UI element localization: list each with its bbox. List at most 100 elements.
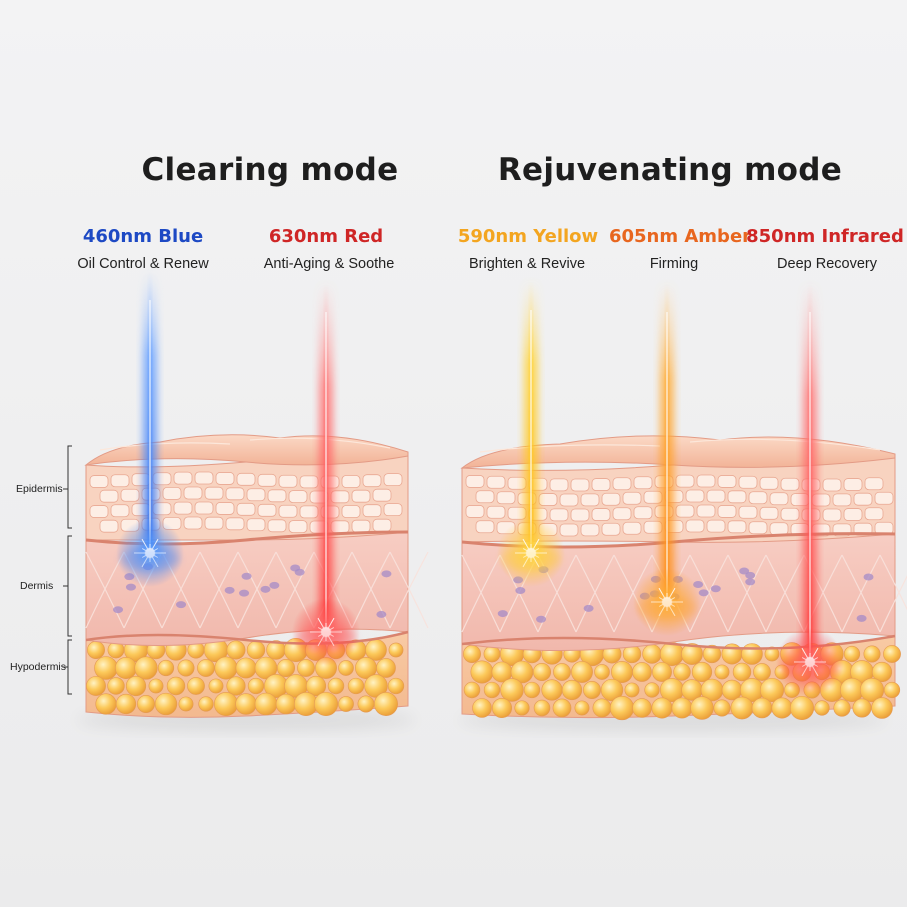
fat-cell [197,659,215,677]
fat-cell [213,691,239,717]
benefit-blue-label: Oil Control & Renew [77,256,209,272]
epidermal-cell [288,490,308,504]
epidermal-cell [675,474,695,488]
fat-cell [523,681,541,699]
epidermal-cell [465,505,485,518]
fat-cell [681,643,703,665]
collagen-fiber [85,551,125,629]
fat-cell [364,674,388,698]
epidermal-cell [612,507,632,521]
epidermal-cell [559,523,579,537]
epidermal-cell [622,491,642,505]
fat-cell [463,645,481,663]
collagen-fiber [461,554,501,633]
fat-cell [376,658,396,678]
fat-cell [541,679,563,701]
collagen-fiber [199,551,239,629]
fat-cell [552,698,572,718]
layer-label-hypodermis: Hypodermis [10,661,67,673]
epidermal-cell [696,474,716,488]
fat-cell [208,678,224,694]
epidermal-cell [853,492,873,506]
epidermal-cell [246,518,266,532]
fat-cell [374,692,398,716]
fibroblast-cell [113,606,124,614]
fat-cell [532,662,552,682]
fibroblast-cell [224,586,235,594]
epidermal-cell [591,478,611,491]
fat-cell [198,696,214,712]
collagen-fiber [841,554,881,633]
epidermal-cell [759,476,779,490]
fibroblast-cell [497,610,508,618]
fat-cell [166,676,186,696]
fat-cell [86,676,106,696]
epidermal-cell [706,519,726,533]
epidermal-cell [727,490,747,504]
collagen-fiber [841,554,881,633]
fat-cell [759,677,785,703]
fat-cell [247,677,265,695]
fat-cell [642,644,662,664]
fat-cell [276,658,296,678]
epidermal-cell [330,490,350,504]
epidermal-cell [162,486,182,500]
fat-cell [187,677,205,695]
fat-cell [652,662,672,682]
fat-cell [472,698,492,718]
epidermal-cell [675,504,695,518]
fat-cell [214,656,238,680]
epidermal-cell [633,476,653,490]
fat-cell [134,656,158,680]
fat-cell [125,675,147,697]
epidermal-cell [194,471,214,485]
epidermal-cell [717,475,737,488]
fat-cell [714,664,730,680]
epidermal-cell [633,506,653,520]
collagen-fiber [879,575,907,633]
collagen-fiber [575,554,615,633]
epidermal-cell [759,506,779,520]
epidermal-cell [362,504,382,518]
fibroblast-cell [698,589,709,597]
fat-cell [671,697,693,719]
red-light-beam [292,282,360,666]
benefit-yellow-label: Brighten & Revive [468,256,586,272]
fat-cell [178,696,194,712]
epidermal-cell [362,474,382,488]
fibroblast-cell [241,572,252,580]
fat-cell [177,659,195,677]
collagen-fiber [689,554,729,633]
infrared-light-beam [776,282,844,696]
fat-cell [235,693,257,715]
epidermal-cell [864,477,884,491]
fat-cell [883,681,901,699]
epidermal-cell [559,493,579,507]
epidermal-cell [580,493,600,507]
wavelength-yellow-label: 590nm Yellow [457,226,599,247]
clearing-mode-title: Clearing mode [141,152,399,188]
collagen-fiber [237,551,277,629]
epidermal-cell [843,478,863,491]
fat-cell [600,678,624,702]
fibroblast-cell [381,570,392,578]
collagen-fiber [765,554,805,633]
fat-cell [883,645,901,663]
epidermal-cell [706,489,726,503]
epidermal-cell [288,520,308,534]
epidermal-cell [278,504,298,518]
fat-cell [789,695,815,721]
fat-cell [771,697,793,719]
fat-cell [463,681,481,699]
fat-cell [594,664,610,680]
epidermal-cell [570,508,590,522]
collagen-fiber [237,551,277,629]
epidermal-cell [110,474,130,488]
benefit-red-label: Anti-Aging & Soothe [263,256,395,272]
fat-cell [609,695,635,721]
fat-cell [713,699,731,717]
epidermal-cell [622,521,642,535]
epidermal-cell [643,490,663,504]
fat-cell [751,697,773,719]
epidermal-cell [89,475,109,488]
